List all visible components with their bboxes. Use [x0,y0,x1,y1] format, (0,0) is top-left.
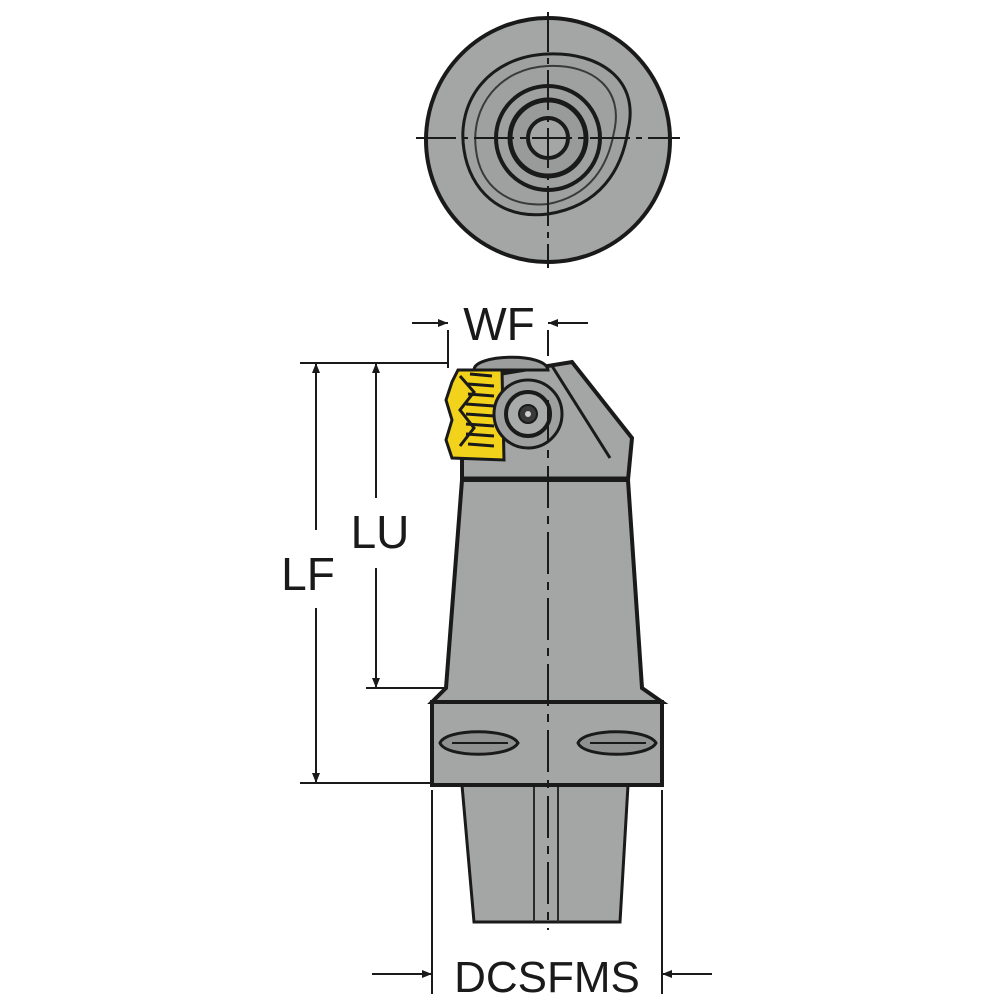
side-view [427,355,669,930]
wf-label: WF [463,298,535,350]
lf-label: LF [281,548,335,600]
insert-edge [458,375,476,447]
shank-coupling [460,783,630,924]
dimensions [300,319,712,994]
end-view [416,12,680,268]
clamp-screw-dot [525,411,531,417]
dcsfms-label: DCSFMS [454,953,640,1000]
head-bevel-line [550,365,612,459]
clamp-top [472,355,550,372]
lu-label: LU [351,506,410,558]
